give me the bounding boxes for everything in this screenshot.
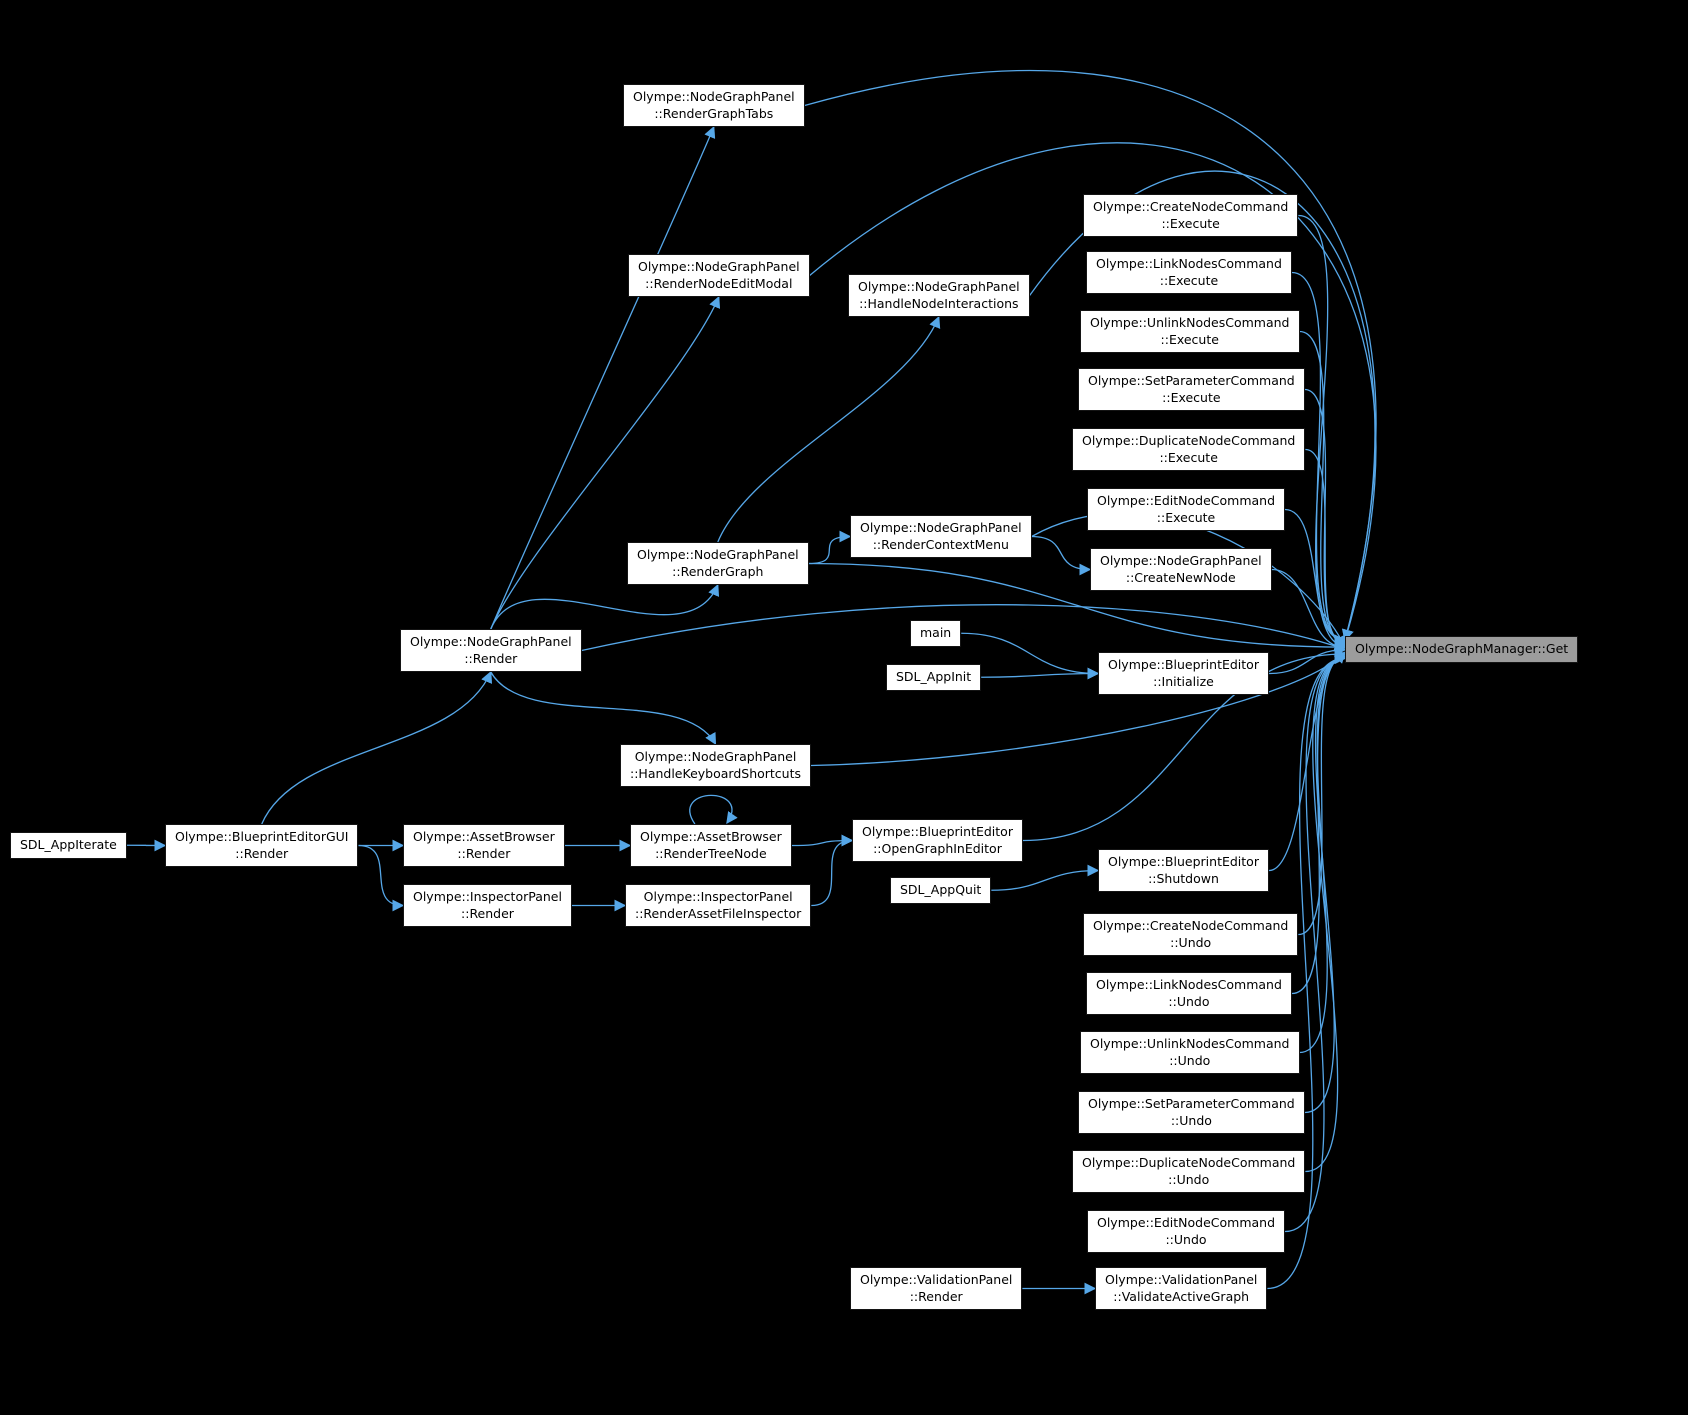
node-validation-panel-render[interactable]: Olympe::ValidationPanel ::Render [850,1267,1023,1310]
call-edge-ngp_render-to-render_graph_tabs [490,125,716,630]
call-edge-ngp_render-to-handle_keyboard_shortcuts [490,671,717,746]
call-edge-duplicate_node_execute-to-get [1305,448,1347,651]
node-duplicate-node-command-execute[interactable]: Olympe::DuplicateNodeCommand ::Execute [1072,428,1306,471]
call-edge-edit_node_undo-to-get [1285,652,1347,1233]
call-edge-unlink_nodes_execute-to-get [1299,330,1347,648]
call-edge-sdl_app_quit-to-bp_shutdown [991,864,1100,891]
call-edge-edit_node_execute-to-get [1284,508,1347,652]
call-edge-validate_active_graph-to-get [1267,652,1347,1290]
node-blueprint-editor-shutdown[interactable]: Olympe::BlueprintEditor ::Shutdown [1098,849,1269,892]
node-node-graph-manager-get: Olympe::NodeGraphManager::Get [1345,636,1579,663]
call-edge-render_graph-to-get [808,562,1347,653]
call-edge-bp_initialize-to-get [1268,644,1347,675]
call-edge-bp_gui_render-to-ngp_render [261,670,493,825]
node-create-node-command-execute[interactable]: Olympe::CreateNodeCommand ::Execute [1083,194,1299,237]
call-edge-render_graph-to-render_context_menu [808,530,852,565]
node-render-context-menu[interactable]: Olympe::NodeGraphPanel ::RenderContextMe… [850,515,1032,558]
node-blueprint-editor-initialize[interactable]: Olympe::BlueprintEditor ::Initialize [1098,652,1269,695]
call-edge-render_graph-to-handle_node_interactions [717,315,941,543]
node-inspector-panel-render[interactable]: Olympe::InspectorPanel ::Render [403,884,572,927]
node-render-asset-file-inspector[interactable]: Olympe::InspectorPanel ::RenderAssetFile… [625,884,812,927]
call-edge-ngp_render-to-render_graph [490,583,720,630]
node-render-graph[interactable]: Olympe::NodeGraphPanel ::RenderGraph [627,542,809,585]
node-unlink-nodes-command-execute[interactable]: Olympe::UnlinkNodesCommand ::Execute [1080,310,1300,353]
node-edit-node-command-execute[interactable]: Olympe::EditNodeCommand ::Execute [1087,488,1286,531]
call-edge-render_asset_file_inspector-to-open_graph_in_editor [811,834,854,907]
node-sdl-appiterate[interactable]: SDL_AppIterate [10,832,127,859]
node-sdl-appinit[interactable]: SDL_AppInit [886,664,982,691]
node-set-parameter-command-execute[interactable]: Olympe::SetParameterCommand ::Execute [1078,368,1305,411]
call-edge-set_parameter_undo-to-get [1304,652,1347,1114]
node-render-graph-tabs[interactable]: Olympe::NodeGraphPanel ::RenderGraphTabs [623,84,805,127]
node-edit-node-command-undo[interactable]: Olympe::EditNodeCommand ::Undo [1087,1210,1286,1253]
node-handle-node-interactions[interactable]: Olympe::NodeGraphPanel ::HandleNodeInter… [848,274,1030,317]
call-edge-open_graph_in_editor-to-get [1022,648,1347,842]
node-duplicate-node-command-undo[interactable]: Olympe::DuplicateNodeCommand ::Undo [1072,1150,1306,1193]
node-render-tree-node[interactable]: Olympe::AssetBrowser ::RenderTreeNode [630,824,792,867]
call-edge-bp_gui_render-to-inspector_render [358,844,405,912]
call-edge-link_nodes_undo-to-get [1291,652,1347,995]
call-edge-ngp_render-to-get [581,604,1347,652]
node-set-parameter-command-undo[interactable]: Olympe::SetParameterCommand ::Undo [1078,1091,1305,1134]
node-validate-active-graph[interactable]: Olympe::ValidationPanel ::ValidateActive… [1095,1267,1268,1310]
node-open-graph-in-editor[interactable]: Olympe::BlueprintEditor ::OpenGraphInEdi… [852,819,1023,862]
call-edge-render_context_menu-to-create_new_node [1031,535,1092,576]
node-link-nodes-command-execute[interactable]: Olympe::LinkNodesCommand ::Execute [1086,251,1292,294]
node-create-node-command-undo[interactable]: Olympe::CreateNodeCommand ::Undo [1083,913,1299,956]
call-edge-render_tree_node-to-open_graph_in_editor [791,834,854,847]
call-edge-ngp_render-to-render_node_edit_modal [490,295,721,630]
node-node-graph-panel-render[interactable]: Olympe::NodeGraphPanel ::Render [400,629,582,672]
call-edge-create_new_node-to-get [1271,568,1347,654]
call-edge-duplicate_node_undo-to-get [1305,652,1347,1173]
call-edge-render_node_edit_modal-to-get [809,142,1377,642]
node-link-nodes-command-undo[interactable]: Olympe::LinkNodesCommand ::Undo [1086,972,1292,1015]
node-handle-keyboard-shortcuts[interactable]: Olympe::NodeGraphPanel ::HandleKeyboardS… [620,744,812,787]
call-edge-handle_keyboard_shortcuts-to-get [811,651,1346,767]
call-edge-link_nodes_execute-to-get [1291,271,1347,647]
call-edge-sdl_app_init-to-bp_initialize [981,667,1100,680]
node-blueprint-editor-gui-render[interactable]: Olympe::BlueprintEditorGUI ::Render [165,824,359,867]
call-edge-main-to-bp_initialize [961,632,1100,680]
node-unlink-nodes-command-undo[interactable]: Olympe::UnlinkNodesCommand ::Undo [1080,1031,1300,1074]
node-asset-browser-render[interactable]: Olympe::AssetBrowser ::Render [403,824,565,867]
node-render-node-edit-modal[interactable]: Olympe::NodeGraphPanel ::RenderNodeEditM… [628,254,810,297]
node-sdl-appquit[interactable]: SDL_AppQuit [890,877,992,904]
node-main[interactable]: main [910,620,962,647]
call-edge-render_tree_node-to-render_tree_node [689,794,738,825]
node-create-new-node[interactable]: Olympe::NodeGraphPanel ::CreateNewNode [1090,548,1272,591]
